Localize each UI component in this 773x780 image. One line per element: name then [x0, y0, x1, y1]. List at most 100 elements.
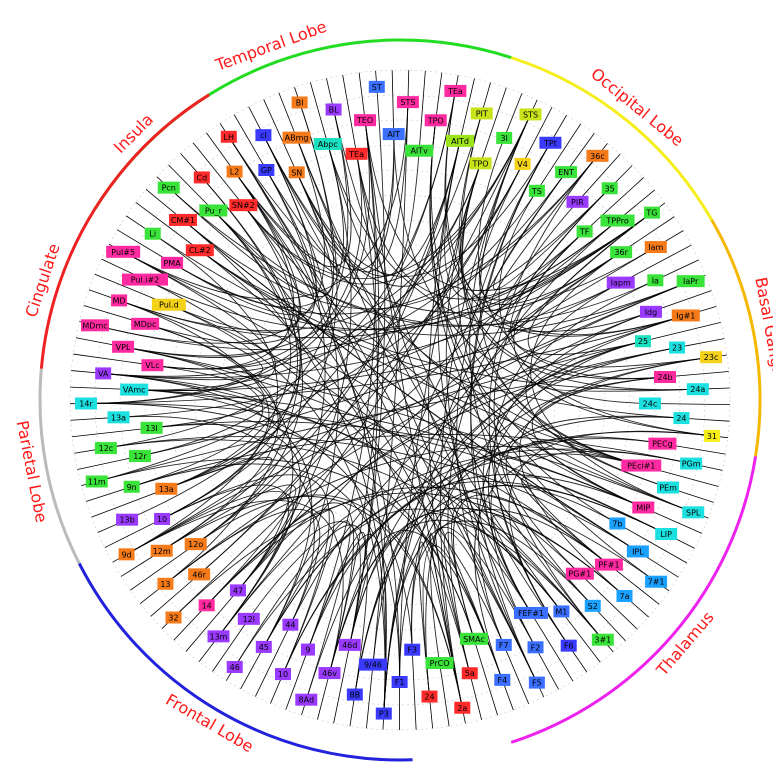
- leader-line: [358, 72, 366, 121]
- leader-line: [473, 638, 498, 716]
- region-node-box: [375, 707, 392, 720]
- region-node-label: 9/46: [364, 661, 382, 670]
- region-node-box: [255, 129, 272, 142]
- region-node-label: 9d: [121, 550, 131, 559]
- connection-edge: [296, 142, 551, 277]
- region-node: 12m: [150, 544, 173, 557]
- leader-line: [135, 202, 201, 251]
- region-node-box: [106, 245, 141, 258]
- region-node: V4: [514, 157, 531, 170]
- region-node-box: [648, 437, 677, 450]
- connection-edge: [122, 171, 300, 359]
- region-node-box: [368, 80, 385, 93]
- region-node-box: [131, 317, 160, 330]
- region-node-box: [655, 527, 678, 540]
- region-node-label: 3I: [500, 134, 507, 143]
- region-node-label: 3#1: [594, 636, 611, 645]
- connection-edge: [248, 448, 692, 620]
- region-node-label: TPt: [543, 139, 557, 148]
- connection-edge: [456, 142, 551, 646]
- connection-edge: [134, 389, 604, 640]
- region-node-box: [600, 214, 635, 227]
- connection-edge: [477, 137, 666, 379]
- region-node-label: 8Ad: [299, 696, 315, 705]
- region-node-label: F2: [531, 643, 541, 652]
- region-node-box: [553, 605, 570, 618]
- region-node-box: [237, 612, 260, 625]
- connection-edge: [168, 304, 386, 714]
- region-node-label: F1: [395, 678, 405, 687]
- connection-edge: [126, 456, 273, 555]
- connection-edge: [86, 402, 667, 535]
- region-node-label: BL: [329, 105, 339, 114]
- connection-edge: [168, 304, 604, 640]
- lobe-arc: [510, 56, 714, 221]
- region-node-label: cl: [260, 131, 267, 140]
- region-node: cl: [255, 129, 272, 142]
- leader-line: [342, 74, 357, 154]
- guide-ring: [169, 169, 631, 631]
- region-node-label: 46: [230, 663, 240, 672]
- guide-ring: [119, 119, 681, 681]
- connection-edges: [86, 86, 712, 714]
- region-node-label: F4: [497, 676, 507, 685]
- connection-edge: [165, 204, 301, 585]
- region-node-label: 46d: [342, 641, 357, 650]
- region-node-box: [700, 351, 723, 364]
- region-node-box: [686, 383, 709, 396]
- region-node: TPPro: [600, 214, 635, 227]
- connection-edge: [134, 163, 481, 391]
- region-node-box: [94, 442, 117, 455]
- region-node-label: SMAc: [463, 635, 485, 644]
- region-node-box: [229, 584, 246, 597]
- leader-line: [577, 153, 621, 203]
- connection-edge: [263, 134, 339, 648]
- guide-ring: [244, 244, 556, 556]
- region-node: 9d: [118, 548, 135, 561]
- region-node-label: PrCO: [430, 659, 450, 668]
- region-node-label: 24: [424, 693, 434, 702]
- region-node-label: 13a: [111, 413, 126, 422]
- region-node: FEF#1: [513, 606, 548, 619]
- region-node: 36r: [610, 246, 633, 259]
- region-node-box: [354, 114, 377, 127]
- region-node-box: [621, 459, 662, 472]
- region-node-label: TS: [531, 187, 542, 196]
- connection-edge: [493, 231, 604, 640]
- connection-edge: [139, 102, 335, 457]
- region-node: PMA: [161, 256, 184, 269]
- region-node: 13: [157, 577, 174, 590]
- connection-edge: [199, 249, 642, 466]
- connection-edge: [242, 204, 644, 508]
- connection-edge: [161, 177, 298, 520]
- region-node-box: [157, 577, 174, 590]
- region-node: 10: [274, 668, 291, 681]
- leader-line: [212, 618, 250, 672]
- connection-edge: [487, 311, 652, 614]
- connection-edge: [199, 249, 698, 391]
- region-node-box: [671, 309, 700, 322]
- region-node: CM#1: [168, 213, 197, 226]
- region-node: IaPr: [676, 275, 705, 288]
- region-node-label: 32: [168, 613, 178, 622]
- region-node-box: [345, 147, 368, 160]
- region-node-label: Idg: [645, 308, 658, 317]
- region-node-label: TPO: [427, 116, 444, 125]
- connection-edge: [126, 90, 456, 521]
- region-node-box: [288, 166, 305, 179]
- region-node-label: 7b: [612, 519, 622, 528]
- region-node-label: ST: [372, 83, 382, 92]
- region-node-label: PF#1: [598, 561, 619, 570]
- region-node-label: VAmc: [123, 386, 146, 395]
- region-node-label: 13a: [159, 485, 174, 494]
- region-node-box: [594, 558, 623, 571]
- leader-line: [579, 573, 638, 630]
- region-node-box: [528, 676, 545, 689]
- region-node-box: [555, 166, 578, 179]
- region-node-box: [346, 688, 363, 701]
- leader-line: [536, 123, 582, 192]
- region-node-label: TEa: [348, 150, 364, 159]
- region-node-box: [496, 131, 513, 144]
- region-node: ABmg: [282, 131, 311, 144]
- region-node-box: [669, 341, 686, 354]
